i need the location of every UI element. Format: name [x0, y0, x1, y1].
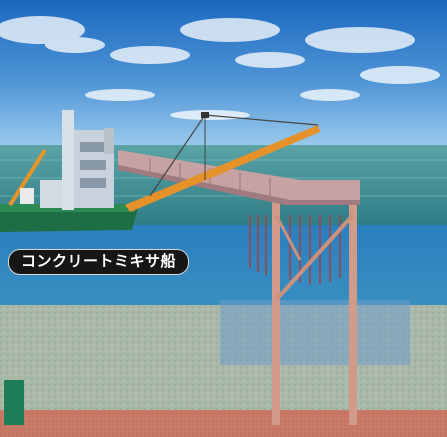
- support-columns: [272, 200, 357, 425]
- mixer-ship: [0, 110, 138, 232]
- clouds: [0, 16, 440, 120]
- conveyor-boom: [125, 112, 320, 212]
- pier-deck: [118, 150, 360, 205]
- ground-strip: [0, 410, 447, 437]
- green-post: [4, 380, 24, 425]
- caption-label: コンクリートミキサ船: [8, 249, 190, 275]
- foundation-block: [220, 300, 410, 365]
